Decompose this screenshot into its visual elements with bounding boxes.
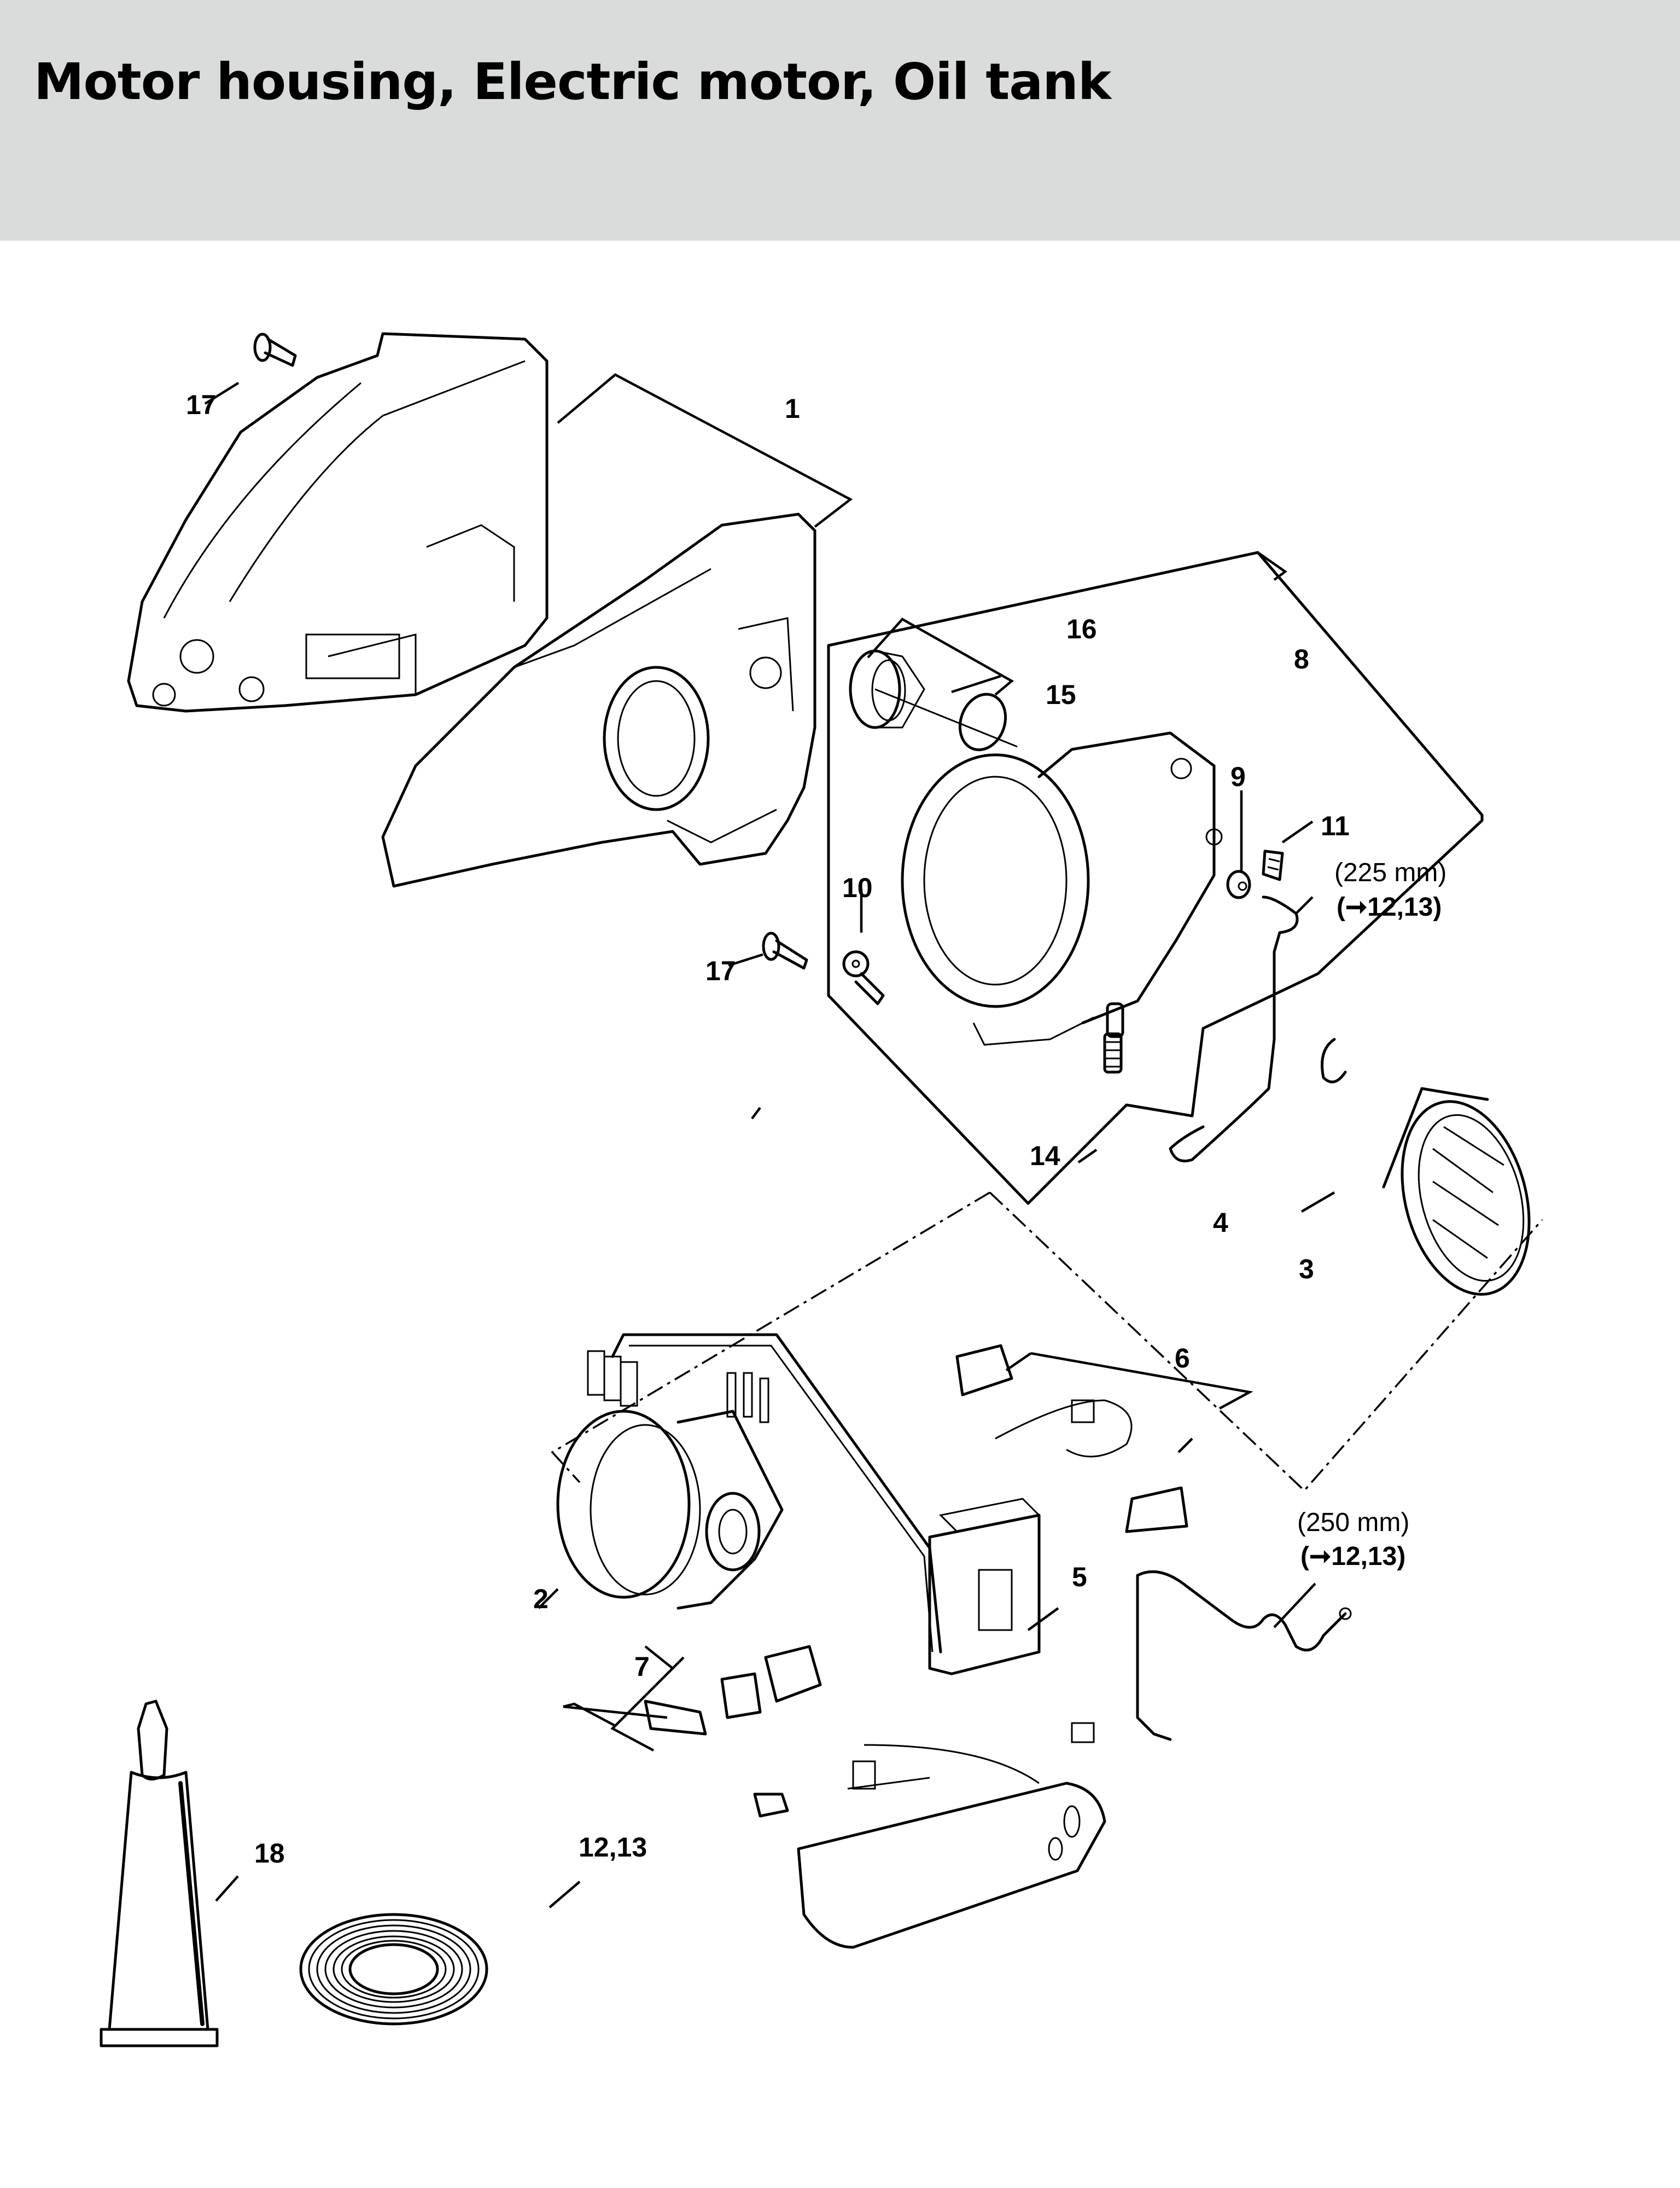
callout-1: 1 <box>785 393 800 424</box>
leader-lines <box>204 373 1335 1908</box>
callout-16: 15 <box>1046 679 1076 710</box>
assembly-line-upper <box>551 1191 1543 1492</box>
seal-ring-16 <box>874 688 1018 752</box>
hose-250-length: (250 mm) <box>1297 1508 1410 1537</box>
hose-225-length: (225 mm) <box>1334 858 1447 887</box>
switch-kit-7 <box>644 1645 822 1818</box>
handle-tube <box>797 1722 1106 1949</box>
motor-wiring <box>587 1333 942 1654</box>
callout-11: 11 <box>1321 811 1350 841</box>
oil-hose-250mm <box>1136 1570 1352 1741</box>
control-unit-5 <box>928 1498 1041 1675</box>
callout-14: 14 <box>1030 1140 1060 1171</box>
callout-17-top: 17 <box>186 389 217 420</box>
callout-4: 4 <box>1213 1207 1228 1238</box>
switch-kit-6 <box>955 1344 1188 1533</box>
filler-cap-15 <box>849 649 925 729</box>
callout-9: 9 <box>1230 761 1246 792</box>
hose-250-reference: (➞12,13) <box>1300 1542 1406 1571</box>
callout-7: 7 <box>634 1651 650 1682</box>
page-header: Motor housing, Electric motor, Oil tank <box>0 0 1680 241</box>
hose-225-reference: (➞12,13) <box>1337 893 1442 922</box>
electric-motor-2 <box>556 1372 784 1610</box>
screw-17-middle <box>762 932 808 970</box>
oil-tank-8 <box>901 731 1223 1046</box>
page-title: Motor housing, Electric motor, Oil tank <box>34 53 1111 111</box>
callout-12-13: 12,13 <box>579 1832 648 1863</box>
grease-tube-18 <box>100 1700 219 2047</box>
pickup-body-14 <box>1103 1002 1124 1074</box>
grommet-11 <box>1262 849 1284 881</box>
callout-8: 8 <box>1294 644 1309 674</box>
callout-6: 6 <box>1175 1343 1190 1374</box>
housing-shell-left <box>127 332 549 713</box>
callout-17-middle: 17 <box>705 956 736 986</box>
callout-3: 3 <box>1299 1254 1314 1284</box>
fan-wheel-3 <box>1321 1038 1531 1296</box>
housing-shell-right <box>381 513 816 888</box>
screw-17-top <box>253 333 297 367</box>
plug-9 <box>1226 870 1251 899</box>
callout-2: 2 <box>533 1584 549 1614</box>
callout-10: 10 <box>842 872 873 903</box>
callout-18: 18 <box>254 1838 285 1869</box>
oil-hose-225mm <box>1169 895 1299 1162</box>
oil-pump-gear-10 <box>842 950 885 1005</box>
oil-tank-assembly-frame <box>827 551 1484 1205</box>
callout-5: 5 <box>1072 1562 1087 1592</box>
hose-coil-12-13 <box>299 1913 488 2026</box>
callout-15: 16 <box>1066 614 1097 644</box>
